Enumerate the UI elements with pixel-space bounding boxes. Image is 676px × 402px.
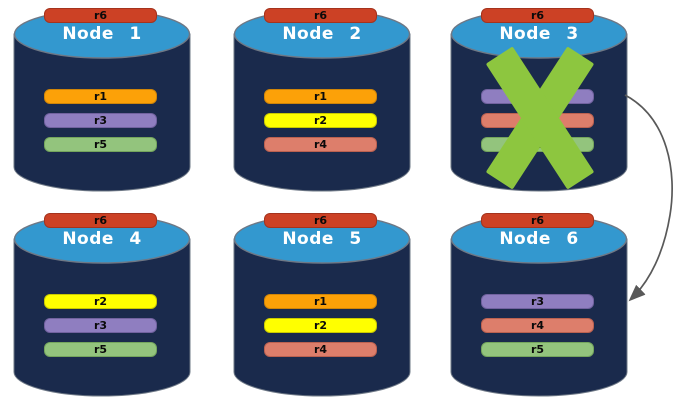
replica-label: r2 xyxy=(313,319,328,332)
node-title: Node 4 xyxy=(62,229,142,249)
node-title: Node 3 xyxy=(499,24,579,44)
node-4: Node 4 r2 r3 r5 r6 xyxy=(13,213,191,398)
replica-label: r2 xyxy=(313,114,328,127)
node-5: Node 5 r1 r2 r4 r6 xyxy=(233,213,411,398)
replica-bar: r4 xyxy=(264,137,377,152)
replica-label: r6 xyxy=(93,214,108,227)
replica-bar: r1 xyxy=(264,294,377,309)
replica-bar: r6 xyxy=(44,213,157,228)
replica-bar: r5 xyxy=(44,137,157,152)
replica-bar: r6 xyxy=(44,8,157,23)
replica-bar: r2 xyxy=(44,294,157,309)
failure-x-icon xyxy=(486,47,594,189)
node-1: Node 1 r1 r3 r5 r6 xyxy=(13,8,191,193)
replica-bar: r6 xyxy=(481,213,594,228)
node-6: Node 6 r3 r4 r5 r6 xyxy=(450,213,628,398)
replica-label: r2 xyxy=(93,295,108,308)
replica-bar: r5 xyxy=(481,342,594,357)
replica-label: r5 xyxy=(93,343,108,356)
replica-bar: r6 xyxy=(264,8,377,23)
node-title: Node 6 xyxy=(499,229,579,249)
node-2: Node 2 r1 r2 r4 r6 xyxy=(233,8,411,193)
replica-bar: r5 xyxy=(44,342,157,357)
replica-label: r6 xyxy=(530,214,545,227)
replica-bar: r1 xyxy=(44,89,157,104)
replica-label: r4 xyxy=(313,343,328,356)
replica-bar: r6 xyxy=(481,8,594,23)
replica-label: r4 xyxy=(530,319,545,332)
node-title: Node 1 xyxy=(62,24,142,44)
replica-label: r3 xyxy=(530,295,545,308)
replica-bar: r6 xyxy=(264,213,377,228)
replica-label: r6 xyxy=(93,9,108,22)
replica-bar: r3 xyxy=(481,294,594,309)
node-3-failed: Node 3 r3 r4 r5 r6 xyxy=(450,8,628,193)
replica-bar: r2 xyxy=(264,113,377,128)
replica-label: r3 xyxy=(93,319,108,332)
node-title: Node 2 xyxy=(282,24,362,44)
replica-label: r5 xyxy=(93,138,108,151)
replica-label: r1 xyxy=(313,90,328,103)
replica-bar: r1 xyxy=(264,89,377,104)
replica-label: r1 xyxy=(313,295,328,308)
node-title: Node 5 xyxy=(282,229,362,249)
replica-label: r6 xyxy=(313,214,328,227)
replica-bar: r4 xyxy=(264,342,377,357)
replica-bar: r3 xyxy=(44,113,157,128)
replica-label: r3 xyxy=(93,114,108,127)
replica-bar: r4 xyxy=(481,318,594,333)
replica-bar: r3 xyxy=(44,318,157,333)
replica-label: r5 xyxy=(530,343,545,356)
replica-label: r1 xyxy=(93,90,108,103)
replica-bar: r2 xyxy=(264,318,377,333)
replica-label: r6 xyxy=(530,9,545,22)
replica-label: r6 xyxy=(313,9,328,22)
replica-label: r4 xyxy=(313,138,328,151)
